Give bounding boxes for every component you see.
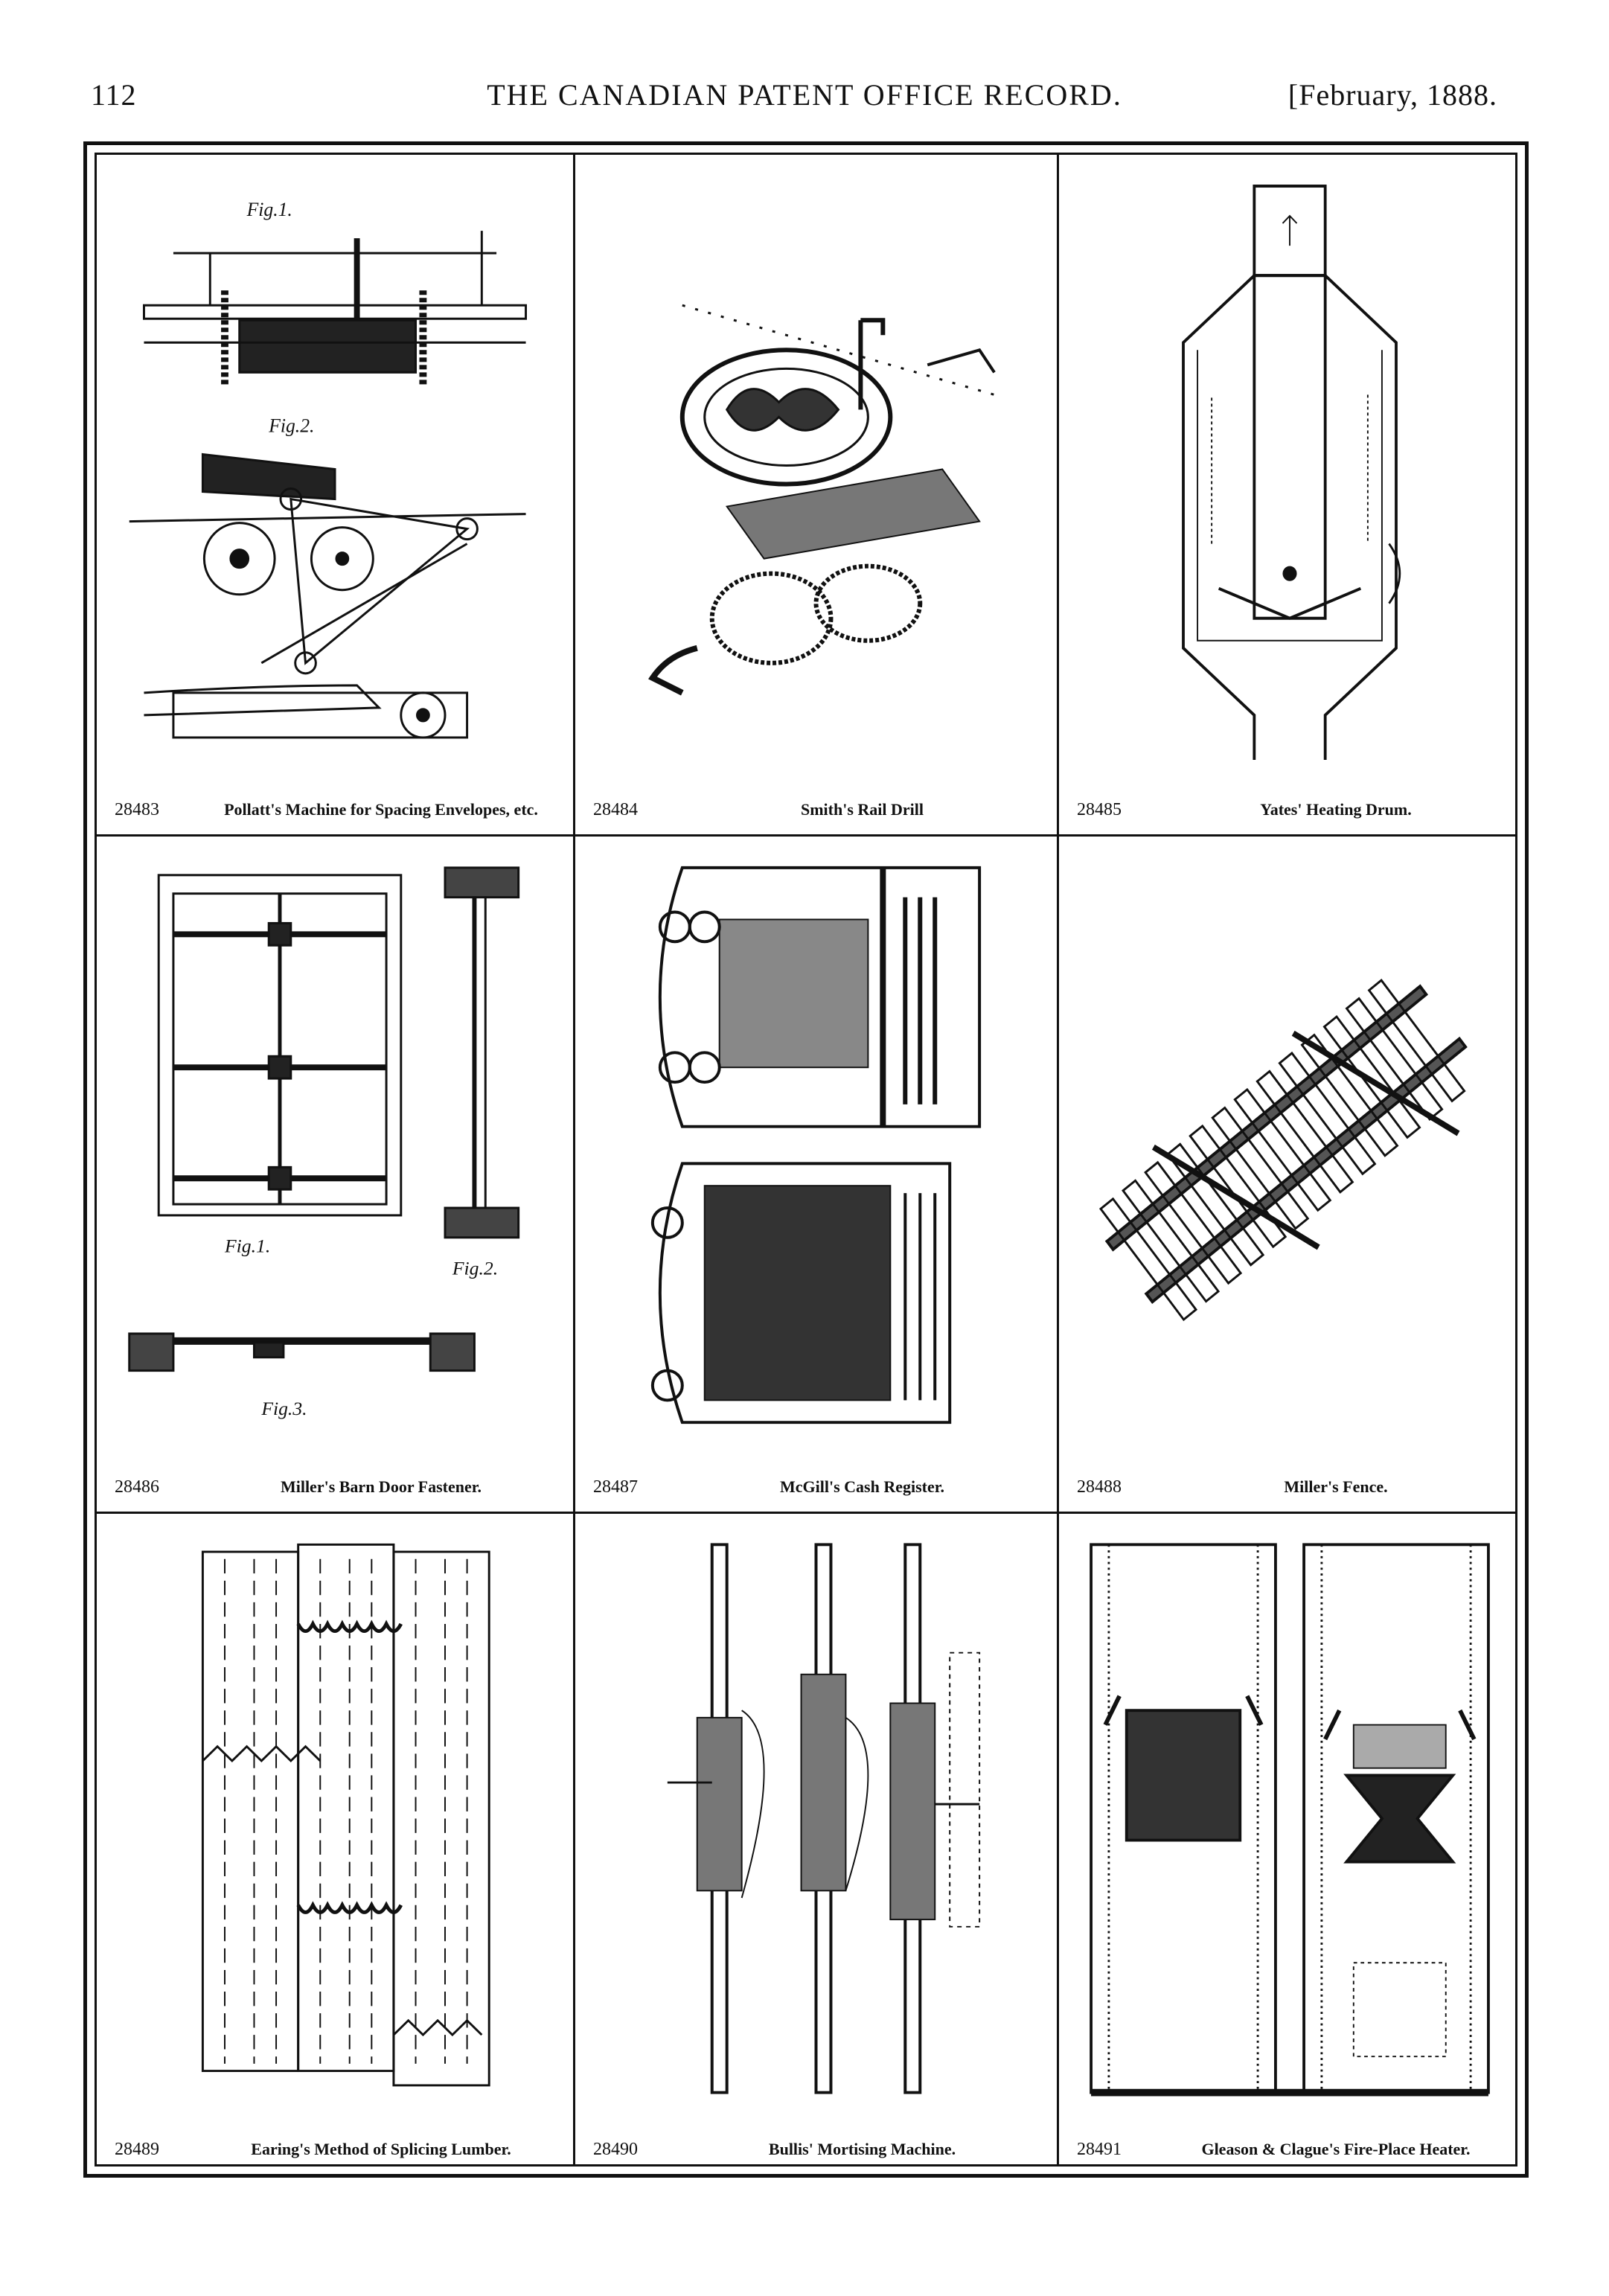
fig-2-label: Fig.2. <box>268 415 314 436</box>
patent-caption: 28485 Yates' Heating Drum. <box>1077 800 1506 819</box>
patent-caption: 28489 Earing's Method of Splicing Lumber… <box>115 2140 558 2159</box>
patent-number: 28490 <box>593 2140 638 2159</box>
engraving-heating-drum-icon <box>1077 171 1503 767</box>
engraving-cash-register-icon <box>593 853 1039 1445</box>
fig-2-label: Fig.2. <box>452 1257 498 1279</box>
patent-title: Gleason & Clague's Fire-Place Heater. <box>1201 2140 1471 2158</box>
patent-caption: 28486 Miller's Barn Door Fastener. <box>115 1477 558 1497</box>
plate-frame: Fig.1. Fig.2. <box>83 141 1529 2178</box>
patent-cell-28491: 28491 Gleason & Clague's Fire-Place Heat… <box>1059 1514 1520 2174</box>
grid-divider <box>97 834 1515 837</box>
plate-grid: Fig.1. Fig.2. <box>95 153 1517 2167</box>
patent-title: Bullis' Mortising Machine. <box>768 2140 956 2158</box>
patent-cell-28490: 28490 Bullis' Mortising Machine. <box>575 1514 1057 2174</box>
patent-cell-28485: 28485 Yates' Heating Drum. <box>1059 155 1520 834</box>
grid-divider <box>1057 155 1059 2164</box>
engraving-mortising-machine-icon <box>593 1530 1039 2107</box>
patent-caption: 28490 Bullis' Mortising Machine. <box>593 2140 1042 2159</box>
patent-title: Yates' Heating Drum. <box>1260 800 1412 819</box>
page-header-date: [February, 1888. <box>1287 78 1497 112</box>
patent-number: 28488 <box>1077 1477 1122 1497</box>
engraving-rail-drill-icon <box>593 171 1039 767</box>
grid-divider <box>97 1512 1515 1514</box>
patent-cell-28486: Fig.1. Fig.2. Fig.3. 28486 Miller's Barn… <box>97 837 573 1512</box>
patent-number: 28487 <box>593 1477 638 1497</box>
patent-title: Miller's Barn Door Fastener. <box>280 1477 482 1496</box>
fig-1-label: Fig.1. <box>246 199 292 220</box>
patent-cell-28489: 28489 Earing's Method of Splicing Lumber… <box>97 1514 573 2174</box>
fig-1-label: Fig.1. <box>224 1235 270 1257</box>
patent-caption: 28487 McGill's Cash Register. <box>593 1477 1042 1497</box>
patent-title: Earing's Method of Splicing Lumber. <box>251 2140 511 2158</box>
patent-cell-28488: 28488 Miller's Fence. <box>1059 837 1520 1512</box>
engraving-barn-door-icon: Fig.1. Fig.2. Fig.3. <box>115 853 555 1445</box>
patent-number: 28485 <box>1077 800 1122 819</box>
page-number: 112 <box>91 78 137 112</box>
engraving-fireplace-heater-icon <box>1077 1530 1503 2107</box>
patent-cell-28484: 28484 Smith's Rail Drill <box>575 155 1057 834</box>
patent-title: Miller's Fence. <box>1284 1477 1388 1496</box>
patent-caption: 28491 Gleason & Clague's Fire-Place Heat… <box>1077 2140 1506 2159</box>
patent-number: 28484 <box>593 800 638 819</box>
patent-number: 28483 <box>115 800 159 819</box>
patent-number: 28489 <box>115 2140 159 2159</box>
fig-3-label: Fig.3. <box>260 1398 307 1419</box>
engraving-envelope-machine-icon: Fig.1. Fig.2. <box>115 171 555 767</box>
patent-cell-28483: Fig.1. Fig.2. <box>97 155 573 834</box>
patent-number: 28486 <box>115 1477 159 1497</box>
engraving-fence-icon <box>1077 853 1503 1445</box>
patent-title: Smith's Rail Drill <box>800 800 924 819</box>
patent-caption: 28483 Pollatt's Machine for Spacing Enve… <box>115 800 558 819</box>
patent-number: 28491 <box>1077 2140 1122 2159</box>
patent-caption: 28488 Miller's Fence. <box>1077 1477 1506 1497</box>
engraving-spliced-lumber-icon <box>115 1530 555 2107</box>
patent-title: Pollatt's Machine for Spacing Envelopes,… <box>224 800 538 819</box>
patent-cell-28487: 28487 McGill's Cash Register. <box>575 837 1057 1512</box>
page-header-title: THE CANADIAN PATENT OFFICE RECORD. <box>487 78 1122 112</box>
patent-caption: 28484 Smith's Rail Drill <box>593 800 1042 819</box>
patent-title: McGill's Cash Register. <box>780 1477 944 1496</box>
grid-divider <box>573 155 575 2164</box>
